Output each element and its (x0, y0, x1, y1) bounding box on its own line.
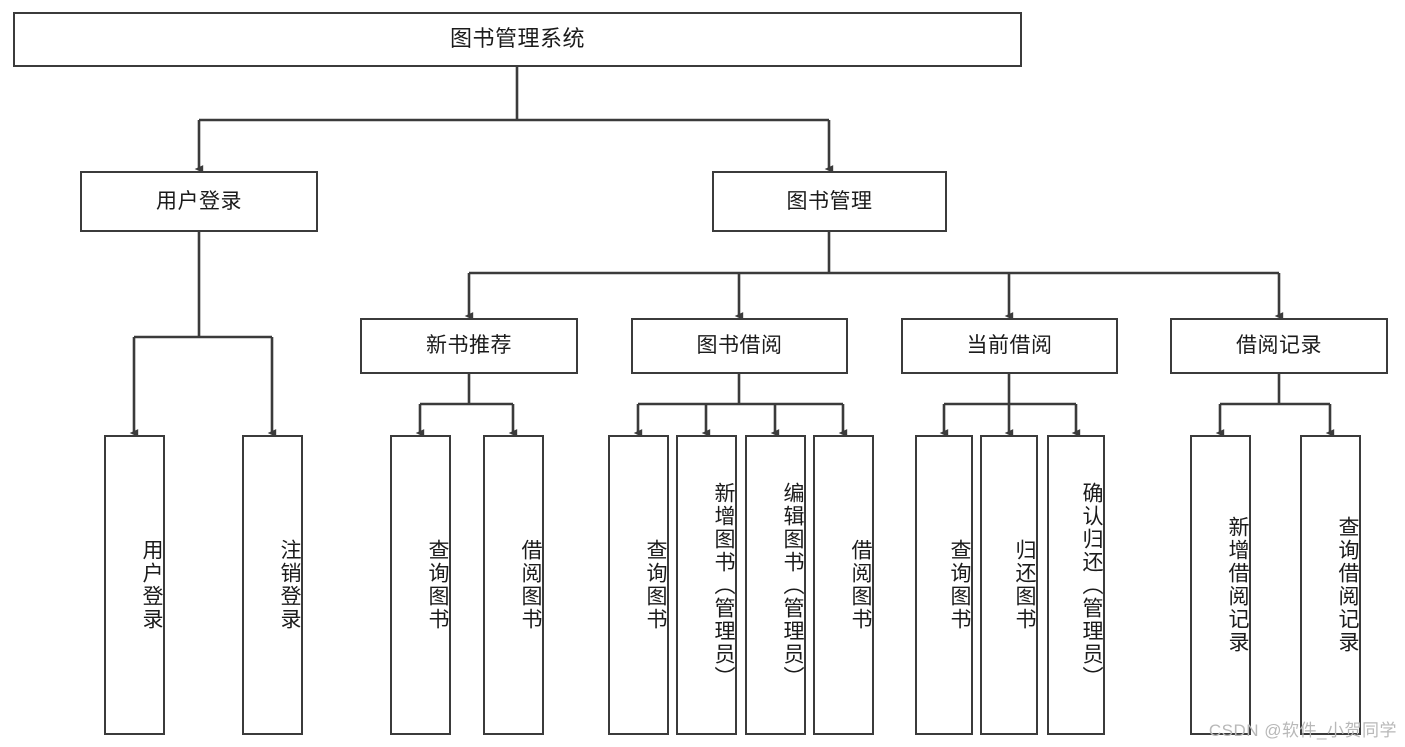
node-leaf-nb-q[interactable]: 查询图书 (390, 435, 451, 735)
node-borrow[interactable]: 图书借阅 (631, 318, 848, 374)
node-leaf-re-q[interactable]: 查询借阅记录 (1300, 435, 1361, 735)
node-label: 查询图书 (948, 539, 971, 631)
node-label: 新书推荐 (426, 334, 512, 358)
node-label: 图书借阅 (696, 334, 783, 358)
node-label: 确认归还（管理员） (1080, 481, 1103, 689)
node-label: 借阅记录 (1236, 334, 1322, 358)
node-label: 归还图书 (1013, 539, 1036, 631)
node-label: 借阅图书 (519, 539, 542, 631)
node-label: 图书管理 (786, 189, 873, 213)
node-leaf-nb-b[interactable]: 借阅图书 (483, 435, 544, 735)
node-leaf-cu-q[interactable]: 查询图书 (915, 435, 973, 735)
node-newbook[interactable]: 新书推荐 (360, 318, 578, 374)
node-root[interactable]: 图书管理系统 (13, 12, 1022, 67)
node-leaf-bo-e[interactable]: 编辑图书（管理员） (745, 435, 806, 735)
node-label: 新增借阅记录 (1226, 516, 1249, 654)
node-leaf-cu-r[interactable]: 归还图书 (980, 435, 1038, 735)
watermark-text: CSDN @软件_小贺同学 (1208, 721, 1397, 740)
node-label: 查询借阅记录 (1336, 516, 1359, 654)
node-label: 借阅图书 (849, 539, 872, 631)
node-bookmgmt[interactable]: 图书管理 (712, 171, 947, 232)
node-label: 查询图书 (426, 539, 449, 631)
node-label: 当前借阅 (966, 334, 1053, 358)
node-label: 编辑图书（管理员） (781, 481, 804, 689)
node-label: 图书管理系统 (449, 26, 585, 52)
node-leaf-logout[interactable]: 注销登录 (242, 435, 303, 735)
node-label: 用户登录 (156, 189, 242, 213)
node-label: 新增图书（管理员） (712, 481, 735, 689)
node-current[interactable]: 当前借阅 (901, 318, 1118, 374)
node-label: 查询图书 (644, 539, 667, 631)
node-label: 用户登录 (140, 539, 163, 631)
node-leaf-re-a[interactable]: 新增借阅记录 (1190, 435, 1251, 735)
node-leaf-bo-b[interactable]: 借阅图书 (813, 435, 874, 735)
node-leaf-cu-c[interactable]: 确认归还（管理员） (1047, 435, 1105, 735)
node-leaf-bo-a[interactable]: 新增图书（管理员） (676, 435, 737, 735)
node-leaf-bo-q[interactable]: 查询图书 (608, 435, 669, 735)
node-leaf-login[interactable]: 用户登录 (104, 435, 165, 735)
node-label: 注销登录 (278, 539, 301, 631)
node-login[interactable]: 用户登录 (80, 171, 318, 232)
node-records[interactable]: 借阅记录 (1170, 318, 1388, 374)
